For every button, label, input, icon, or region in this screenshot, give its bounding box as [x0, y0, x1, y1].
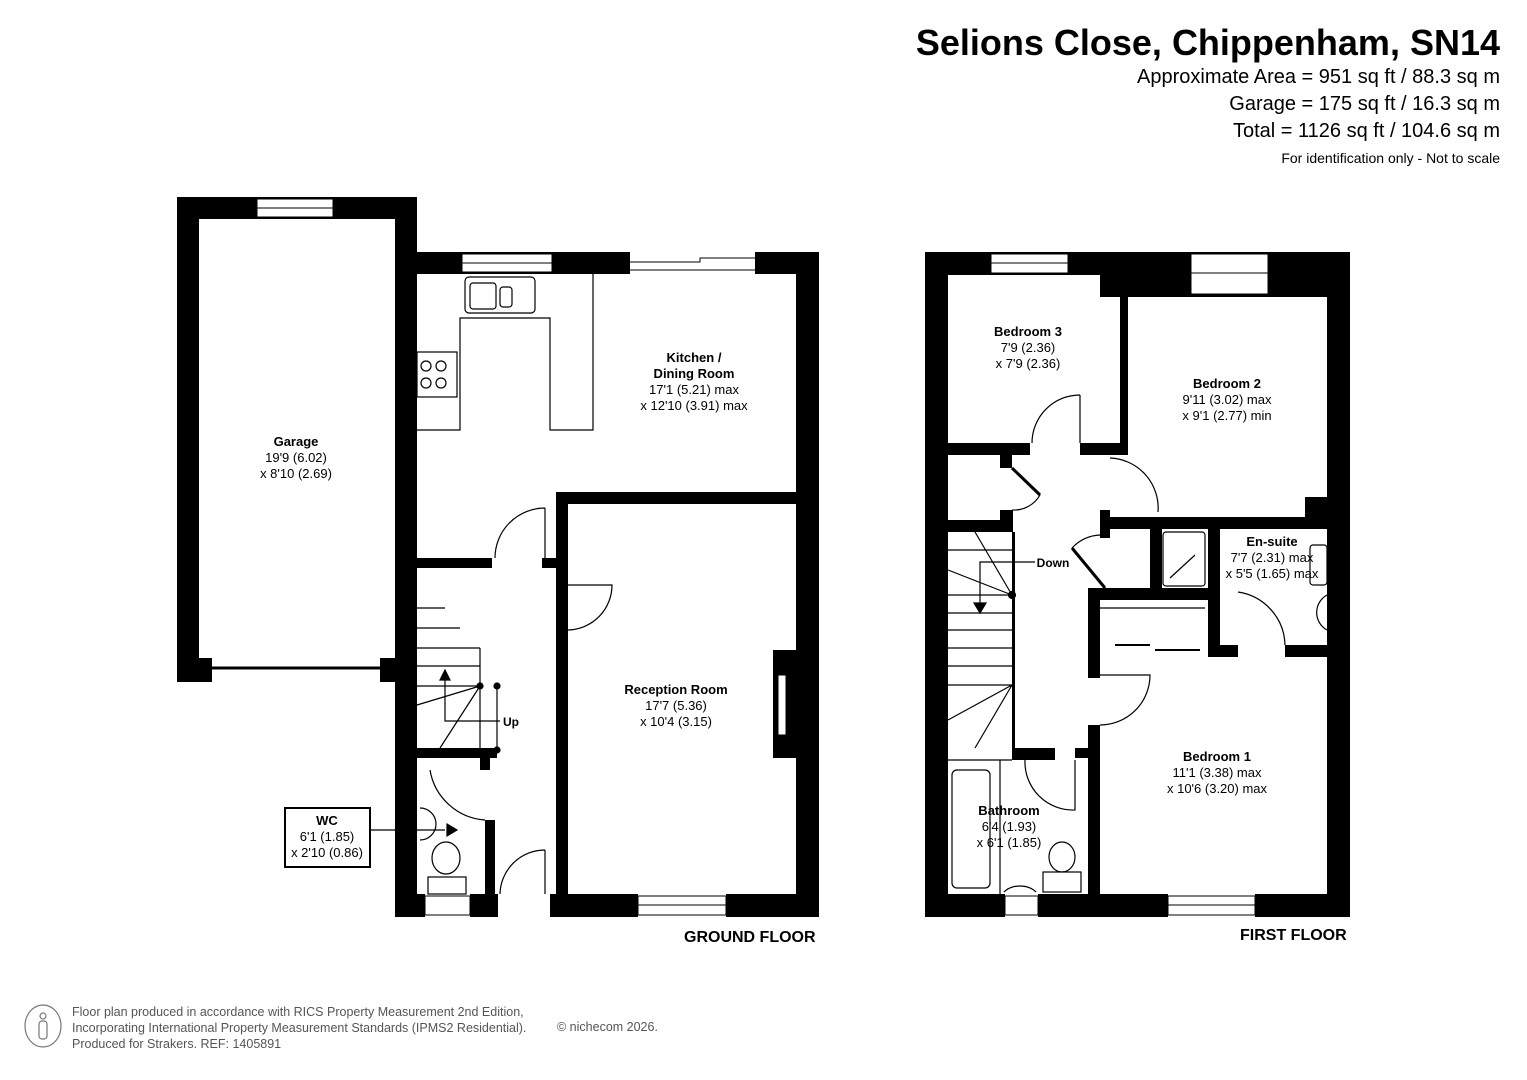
ground-floor-label: GROUND FLOOR: [684, 929, 816, 946]
room-label-garage: Garage 19'9 (6.02) x 8'10 (2.69): [260, 434, 332, 481]
total-area: Total = 1126 sq ft / 104.6 sq m: [1232, 120, 1500, 142]
room-label-en-suite: En-suite 7'7 (2.31) max x 5'5 (1.65) max: [1225, 534, 1319, 581]
room-label-bedroom-3: Bedroom 3 7'9 (2.36) x 7'9 (2.36): [994, 324, 1062, 371]
first-floor-label: FIRST FLOOR: [1240, 927, 1347, 944]
wc-label-box: [284, 807, 371, 868]
scale-note: For identification only - Not to scale: [1281, 150, 1500, 166]
stairs-down-label: Down: [1036, 556, 1070, 570]
footer-text: Floor plan produced in accordance with R…: [72, 1005, 527, 1051]
room-label-bathroom: Bathroom 6'4 (1.93) x 6'1 (1.85): [976, 803, 1042, 850]
room-label-kitchen-dining: Kitchen / Dining Room 17'1 (5.21) max x …: [640, 350, 748, 413]
approximate-area: Approximate Area = 951 sq ft / 88.3 sq m: [1137, 66, 1500, 88]
stairs-up-label: Up: [503, 715, 519, 729]
property-title: Selions Close, Chippenham, SN14: [915, 22, 1500, 63]
ground-floor-fittings: [371, 274, 613, 895]
room-label-wc: WC 6'1 (1.85) x 2'10 (0.86): [291, 813, 363, 860]
header: Selions Close, Chippenham, SN14 Approxim…: [916, 22, 1500, 169]
room-label-reception: Reception Room 17'7 (5.36) x 10'4 (3.15): [624, 682, 728, 729]
room-label-bedroom-1: Bedroom 1 11'1 (3.38) max x 10'6 (3.20) …: [1166, 749, 1268, 796]
copyright: © nichecom 2026.: [557, 1020, 658, 1034]
garage-area: Garage = 175 sq ft / 16.3 sq m: [1229, 93, 1500, 115]
ground-floor-walls: [177, 197, 819, 917]
room-label-bedroom-2: Bedroom 2 9'11 (3.02) max x 9'1 (2.77) m…: [1182, 376, 1272, 423]
person-logo-icon: [24, 1004, 62, 1048]
ground-floor-windows: [212, 198, 787, 916]
first-floor-windows: [990, 253, 1269, 916]
first-floor-fittings: [947, 394, 1328, 894]
